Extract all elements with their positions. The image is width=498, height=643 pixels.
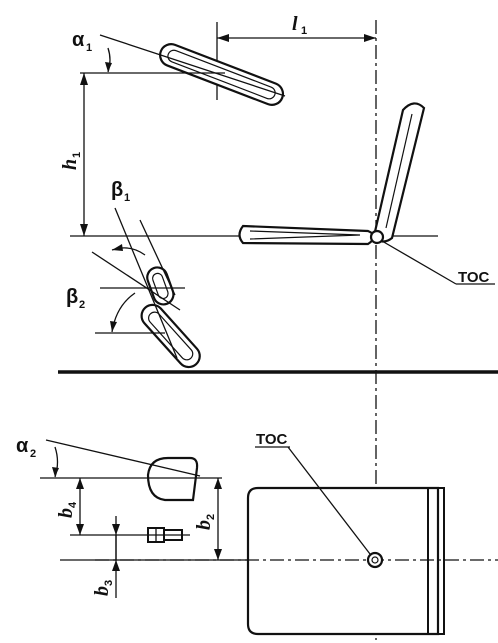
foot-top-view [146, 456, 199, 502]
side-view: l 1 α 1 h 1 [59, 13, 495, 640]
seat-segment [238, 224, 376, 246]
h1-label: h [59, 159, 81, 170]
b4-label: b [55, 508, 77, 518]
lower-leg-lower [140, 303, 201, 369]
beta1-subscript: 1 [124, 192, 130, 204]
knee-marker [147, 527, 183, 543]
h1-dimension: h 1 [59, 73, 88, 236]
seat-outline-top [246, 486, 445, 636]
alpha1-subscript: 1 [86, 42, 92, 54]
alpha1-label: α [72, 29, 85, 51]
b2-subscript: 2 [205, 514, 217, 520]
alpha2-subscript: 2 [30, 448, 36, 460]
alpha2-label: α [16, 435, 29, 457]
toc-top-label-group: TOC [255, 431, 371, 555]
toc-side-label-group: TOC [381, 240, 495, 286]
back-segment [372, 102, 426, 243]
top-view: TOC α 2 b 4 [16, 431, 498, 636]
toc-point-side [369, 229, 385, 245]
b2-dimension: b 2 [193, 478, 222, 560]
toc-side-label: TOC [458, 269, 490, 286]
b3-subscript: 3 [103, 580, 115, 586]
b4-dimension: b 4 [55, 478, 190, 536]
beta2-subscript: 2 [79, 299, 85, 311]
alpha2-dimension: α 2 [16, 435, 222, 479]
beta1-label: β [111, 179, 123, 201]
l1-subscript: 1 [301, 25, 307, 37]
b3-dimension: b 3 [91, 516, 120, 598]
toc-top-label: TOC [256, 431, 288, 448]
beta2-label: β [66, 286, 78, 308]
b4-subscript: 4 [67, 501, 79, 508]
h1-subscript: 1 [71, 152, 83, 158]
l1-label: l [292, 13, 298, 35]
alpha1-dimension: α 1 [72, 29, 286, 97]
b2-label: b [193, 520, 215, 530]
beta-dimensions: β 1 β 2 [66, 179, 185, 359]
toc-point-top [366, 551, 384, 569]
b3-label: b [91, 586, 113, 596]
